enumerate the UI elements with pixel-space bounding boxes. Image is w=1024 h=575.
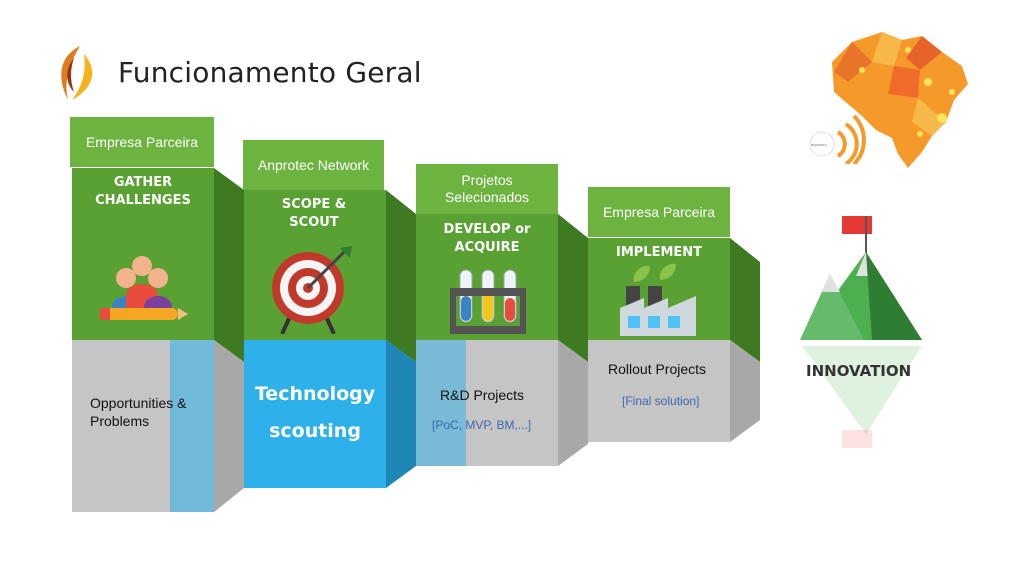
step-2-body: Technology scouting: [254, 383, 376, 442]
step-1-body: Opportunities & Problems: [90, 395, 187, 429]
page-title: Funcionamento Geral: [118, 56, 422, 89]
anprotec-badge: anprotec: [811, 142, 827, 147]
step-3-sub: [PoC, MVP, BM,...]: [432, 418, 532, 432]
step-3-heading: DEVELOP or ACQUIRE: [443, 222, 531, 255]
step-4-heading: IMPLEMENT: [615, 245, 703, 260]
mountain-icon: [800, 216, 922, 448]
brazil-map-icon: [832, 32, 968, 168]
step-2-blue-panel: [244, 340, 386, 488]
innovation-label: INNOVATION: [806, 362, 912, 380]
people-pencil-icon: [100, 256, 188, 320]
step-2-heading: SCOPE & SCOUT: [281, 197, 347, 230]
step-4-gray-panel: [588, 340, 730, 442]
target-arrow-icon: [272, 246, 352, 334]
test-tubes-icon: [450, 269, 526, 334]
step-4-body: Rollout Projects: [608, 361, 707, 377]
factory-icon: [620, 263, 696, 336]
step-2-tag: Anprotec Network: [243, 140, 384, 190]
step-4-sub: [Final solution]: [622, 394, 700, 408]
step-1-tag: Empresa Parceira: [70, 117, 214, 167]
logo-icon: [61, 46, 93, 100]
step-3-body: R&D Projects: [440, 387, 525, 403]
step-3-tag: Projetos Selecionados: [416, 164, 558, 214]
step-4-tag: Empresa Parceira: [588, 187, 730, 237]
signal-icon: [809, 114, 866, 164]
step-1-heading: GATHER CHALLENGES: [95, 175, 191, 208]
